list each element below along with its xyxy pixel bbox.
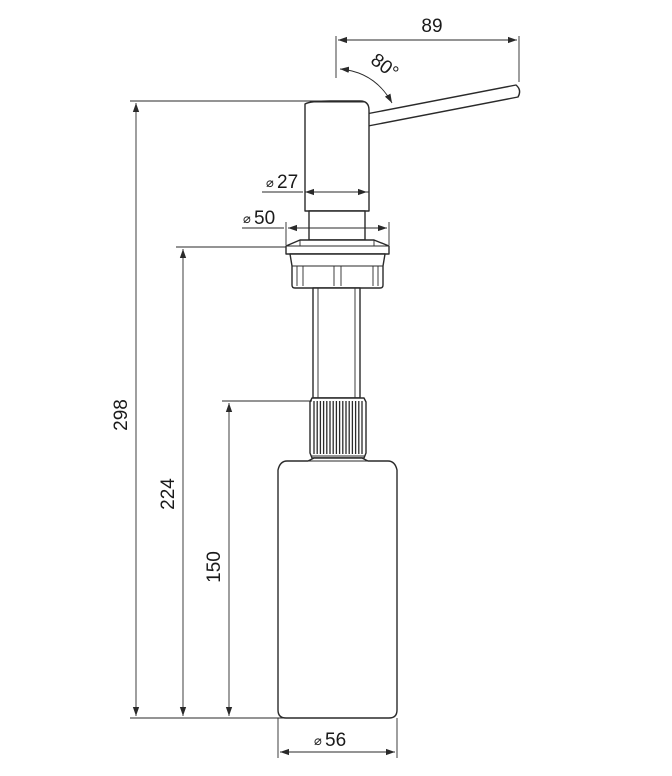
diameter-symbol-50: ⌀ — [243, 212, 251, 227]
head-diameter-value: 27 — [277, 172, 298, 193]
mounting-nut — [289, 253, 386, 289]
bottle-cap — [309, 397, 367, 459]
dimension-spout-angle: 80° — [339, 50, 403, 104]
bottle-height-value: 150 — [204, 551, 225, 583]
spout — [365, 84, 521, 127]
pump-head — [304, 100, 370, 212]
dimension-bottle-height: 150 — [204, 400, 312, 716]
flange — [285, 239, 390, 255]
spout-angle-value: 80° — [367, 50, 403, 84]
flange-height-value: 224 — [158, 478, 179, 510]
spout-reach-value: 89 — [421, 16, 442, 37]
flange-diameter-value: 50 — [254, 208, 275, 229]
dimension-bottle-diameter: ⌀ 56 — [277, 718, 398, 758]
dimension-total-height: 298 — [111, 100, 326, 719]
diameter-symbol-56: ⌀ — [314, 734, 322, 749]
total-height-value: 298 — [111, 399, 132, 431]
bottle — [277, 457, 398, 719]
dimension-flange-diameter: ⌀ 50 — [242, 208, 390, 245]
dispenser-outline — [277, 84, 521, 719]
dimension-spout-reach: 89 — [335, 16, 520, 82]
shank — [312, 287, 361, 399]
dimension-head-diameter: ⌀ 27 — [262, 172, 367, 196]
dimension-flange-height: 224 — [158, 246, 286, 716]
bottle-diameter-value: 56 — [325, 730, 346, 751]
diameter-symbol-27: ⌀ — [266, 176, 274, 191]
neck — [308, 210, 366, 241]
